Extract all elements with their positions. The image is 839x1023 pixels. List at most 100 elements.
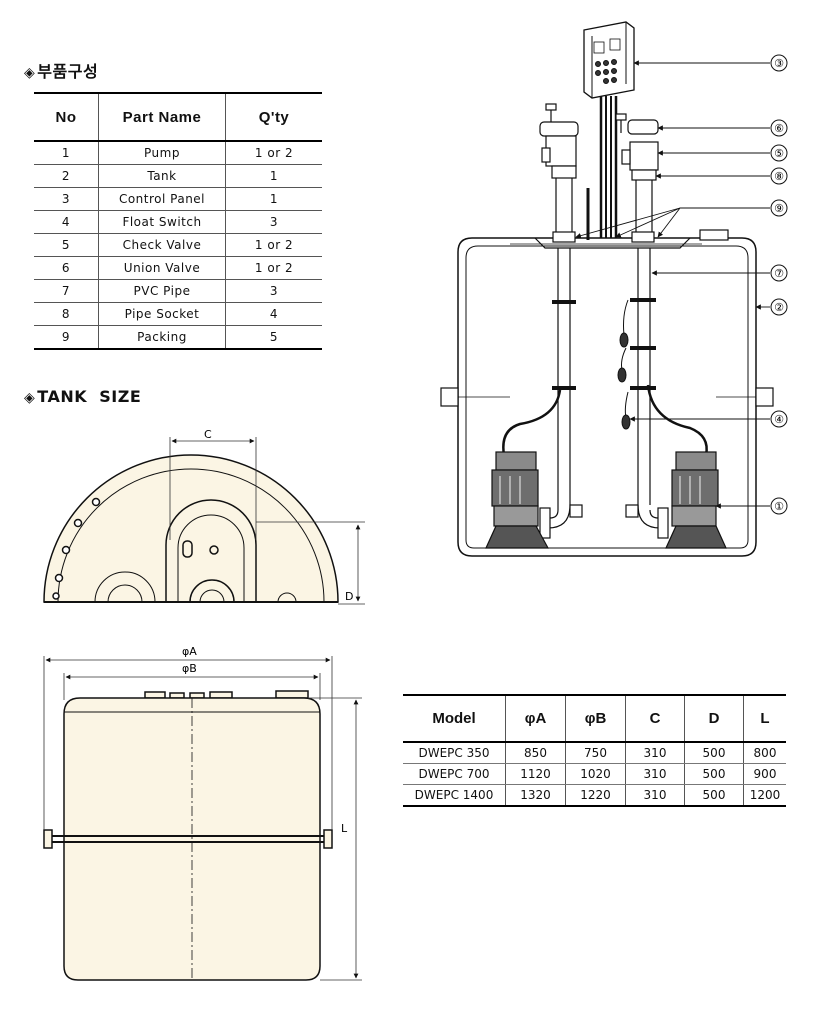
callout-9: ⑨	[774, 202, 784, 215]
cell-d: 500	[684, 742, 744, 764]
col-header-part-name: Part Name	[98, 92, 226, 142]
port-slot	[182, 540, 193, 558]
cell-no: 8	[34, 302, 99, 326]
dim-l-label: L	[341, 822, 348, 835]
cell-phi-b: 1220	[565, 784, 626, 807]
tank-side-view	[43, 690, 333, 981]
cell-part-name: Control Panel	[98, 187, 226, 211]
callout-markers: ③ ⑥ ⑤ ⑧ ⑨ ⑦ ② ④ ①	[770, 54, 788, 515]
control-panel	[583, 21, 635, 99]
cell-qty: 1	[225, 187, 322, 211]
cell-phi-a: 850	[505, 742, 566, 764]
cell-part-name: Union Valve	[98, 256, 226, 280]
callout-2: ②	[774, 301, 784, 314]
cell-l: 1200	[743, 784, 786, 807]
cell-l: 800	[743, 742, 786, 764]
right-pump	[665, 451, 727, 549]
cell-phi-b: 1020	[565, 763, 626, 785]
col-header-no: No	[34, 92, 99, 142]
dim-a-label: φA	[182, 645, 197, 658]
col-header-qty: Q'ty	[225, 92, 322, 142]
cell-qty: 1	[225, 164, 322, 188]
callout-6: ⑥	[774, 122, 784, 135]
callout-4: ④	[774, 413, 784, 426]
cell-qty: 3	[225, 279, 322, 303]
left-pump	[485, 451, 550, 549]
cell-d: 500	[684, 784, 744, 807]
cell-model: DWEPC 700	[403, 763, 506, 785]
cell-part-name: PVC Pipe	[98, 279, 226, 303]
dim-b-label: φB	[182, 662, 197, 675]
cell-no: 7	[34, 279, 99, 303]
cell-no: 3	[34, 187, 99, 211]
cell-phi-a: 1120	[505, 763, 566, 785]
tank-top-view	[43, 454, 339, 603]
cell-no: 2	[34, 164, 99, 188]
cell-part-name: Packing	[98, 325, 226, 350]
leader-lines	[575, 60, 770, 509]
parts-title-text: 부품구성	[37, 62, 99, 81]
cell-qty: 1 or 2	[225, 233, 322, 257]
cell-qty: 4	[225, 302, 322, 326]
parts-section-title: ◈부품구성	[24, 58, 98, 82]
parts-header-row: No Part Name Q'ty	[34, 92, 322, 142]
cell-part-name: Check Valve	[98, 233, 226, 257]
callout-1: ①	[774, 500, 784, 513]
cell-phi-b: 750	[565, 742, 626, 764]
diamond-marker-icon: ◈	[24, 390, 36, 406]
cell-no: 6	[34, 256, 99, 280]
cell-part-name: Float Switch	[98, 210, 226, 234]
col-header-c: C	[625, 694, 685, 743]
cell-phi-a: 1320	[505, 784, 566, 807]
diamond-marker-icon: ◈	[24, 65, 36, 81]
col-header-d: D	[684, 694, 744, 743]
cell-part-name: Pump	[98, 141, 226, 165]
col-header-l: L	[743, 694, 786, 743]
col-header-phi-a: φA	[505, 694, 566, 743]
size-header-row: Model φA φB C D L	[403, 694, 786, 743]
callout-3: ③	[774, 57, 784, 70]
col-header-model: Model	[403, 694, 506, 743]
cell-qty: 1 or 2	[225, 256, 322, 280]
callout-8: ⑧	[774, 170, 784, 183]
top-view-dimensions	[169, 437, 365, 605]
cell-no: 1	[34, 141, 99, 165]
cell-c: 310	[625, 742, 685, 764]
cell-l: 900	[743, 763, 786, 785]
left-discharge-pipe	[539, 103, 583, 539]
cell-part-name: Pipe Socket	[98, 302, 226, 326]
cell-qty: 3	[225, 210, 322, 234]
dim-d-label: D	[345, 590, 353, 603]
cell-qty: 1 or 2	[225, 141, 322, 165]
cell-c: 310	[625, 763, 685, 785]
cell-qty: 5	[225, 325, 322, 350]
cell-part-name: Tank	[98, 164, 226, 188]
callout-7: ⑦	[774, 267, 784, 280]
cell-model: DWEPC 350	[403, 742, 506, 764]
col-header-phi-b: φB	[565, 694, 626, 743]
float-switches	[617, 299, 631, 430]
cell-no: 5	[34, 233, 99, 257]
dim-c-label: C	[204, 428, 212, 441]
port-hole	[209, 545, 219, 555]
tank-size-title-text: TANK SIZE	[37, 387, 142, 406]
cell-model: DWEPC 1400	[403, 784, 506, 807]
right-discharge-pipe	[615, 113, 669, 539]
tank-size-section-title: ◈TANK SIZE	[24, 387, 141, 406]
callout-5: ⑤	[774, 147, 784, 160]
cell-no: 9	[34, 325, 99, 350]
cell-d: 500	[684, 763, 744, 785]
cell-no: 4	[34, 210, 99, 234]
